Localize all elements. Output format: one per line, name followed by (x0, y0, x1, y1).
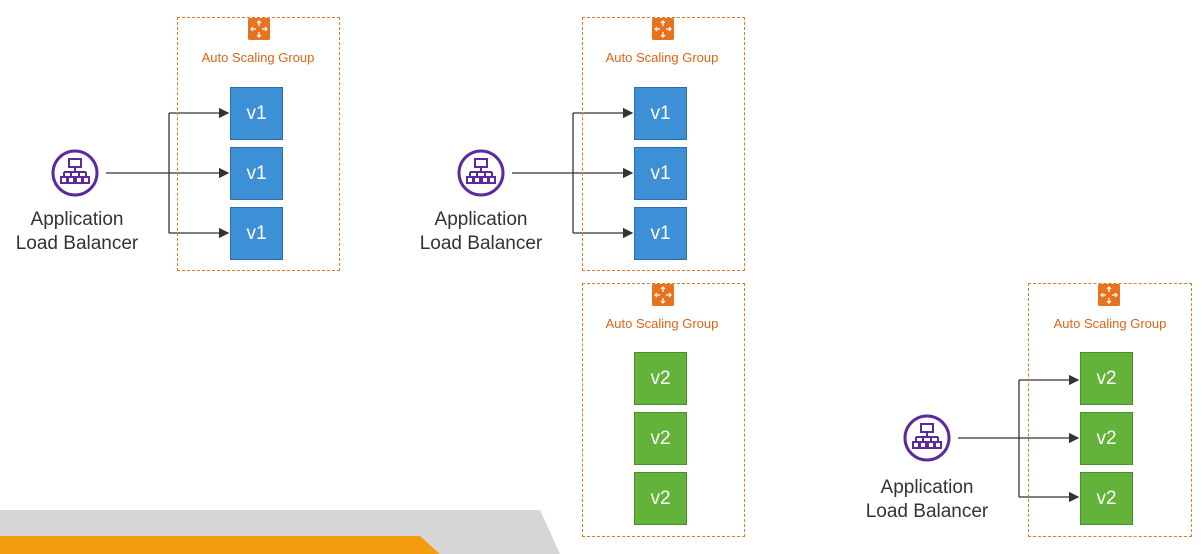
asg-label: Auto Scaling Group (605, 316, 719, 331)
instance-v1: v1 (230, 207, 283, 260)
instance-v1: v1 (230, 147, 283, 200)
auto-scaling-icon (248, 18, 270, 40)
auto-scaling-group (1028, 283, 1192, 537)
instance-v1: v1 (230, 87, 283, 140)
instance-v2: v2 (634, 352, 687, 405)
asg-label: Auto Scaling Group (605, 50, 719, 65)
instance-v2: v2 (1080, 352, 1133, 405)
auto-scaling-group-v2 (582, 283, 745, 537)
alb-label-line2: Load Balancer (865, 501, 989, 522)
instance-v2: v2 (1080, 412, 1133, 465)
instance-v2: v2 (634, 472, 687, 525)
load-balancer-icon (903, 414, 951, 462)
bottom-decoration (0, 510, 560, 554)
instance-v1: v1 (634, 147, 687, 200)
stage2-arrows (512, 107, 634, 239)
asg-label: Auto Scaling Group (201, 50, 315, 65)
instance-v1: v1 (634, 87, 687, 140)
alb-label-line1: Application (880, 477, 974, 498)
alb-label-line1: Application (30, 209, 124, 230)
alb-label: Application Load Balancer (396, 208, 566, 256)
auto-scaling-group (177, 17, 340, 271)
alb-label: Application Load Balancer (842, 476, 1012, 524)
auto-scaling-group-v1 (582, 17, 745, 271)
alb-label-line2: Load Balancer (15, 233, 139, 254)
load-balancer-icon (457, 149, 505, 197)
alb-label-line2: Load Balancer (419, 233, 543, 254)
auto-scaling-icon (652, 18, 674, 40)
alb-label: Application Load Balancer (0, 208, 162, 256)
load-balancer-icon (51, 149, 99, 197)
auto-scaling-icon (652, 284, 674, 306)
instance-v2: v2 (634, 412, 687, 465)
stage1-arrows (106, 107, 230, 239)
instance-v1: v1 (634, 207, 687, 260)
alb-label-line1: Application (434, 209, 528, 230)
asg-label: Auto Scaling Group (1053, 316, 1167, 331)
instance-v2: v2 (1080, 472, 1133, 525)
auto-scaling-icon (1098, 284, 1120, 306)
